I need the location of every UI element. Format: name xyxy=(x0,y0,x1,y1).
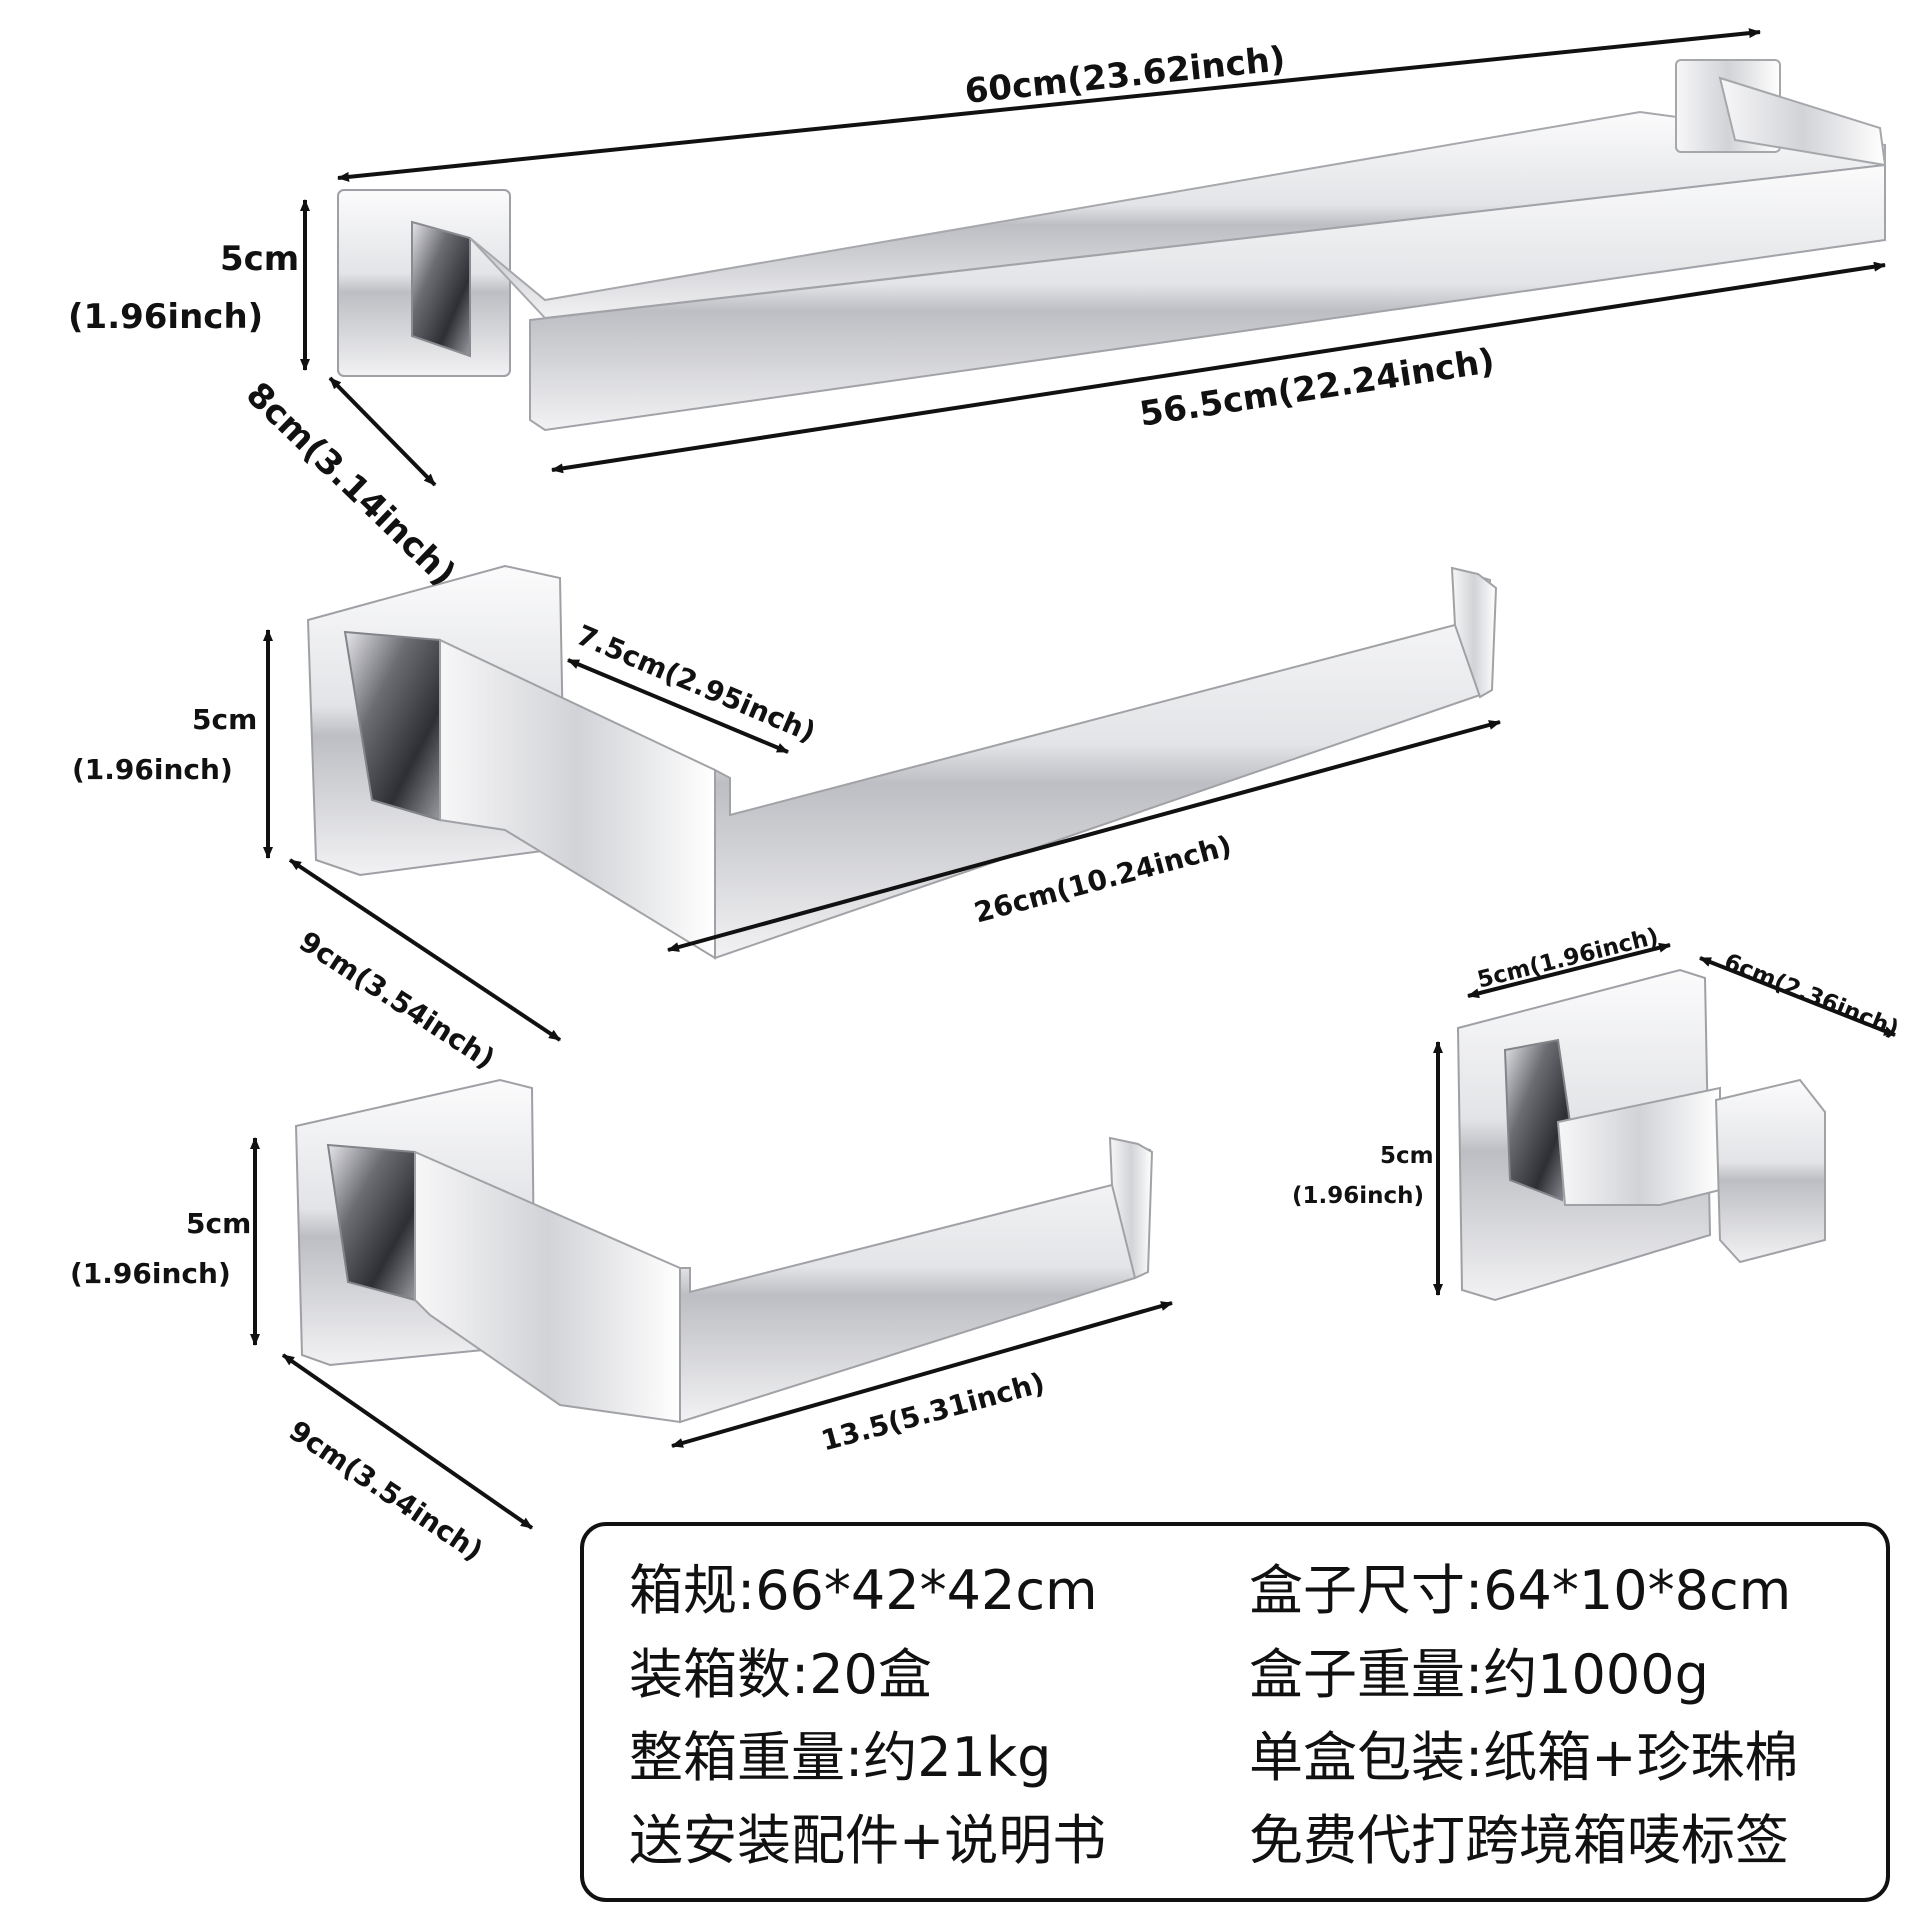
towel-ring-height-inch-label: (1.96inch) xyxy=(72,753,233,786)
packaging-spec-box: 箱规:66*42*42cm 盒子尺寸:64*10*8cm 装箱数:20盒 盒子重… xyxy=(580,1522,1890,1902)
boxes-per-carton-spec: 装箱数:20盒 xyxy=(629,1643,932,1706)
robe-hook-arm xyxy=(1556,1086,1721,1206)
robe-hook-tip xyxy=(1714,1078,1826,1264)
labeling-spec: 免费代打跨境箱唛标签 xyxy=(1249,1809,1789,1872)
paper-holder-tip xyxy=(1108,1136,1154,1280)
towel-ring-tip xyxy=(1450,566,1498,699)
box-size-spec: 盒子尺寸:64*10*8cm xyxy=(1249,1559,1792,1622)
carton-weight-spec: 整箱重量:约21kg xyxy=(629,1726,1052,1789)
robe-hook-height-inch-label: (1.96inch) xyxy=(1292,1183,1425,1209)
robe-hook-neck xyxy=(1503,1038,1572,1202)
towel-ring-rail xyxy=(714,568,1492,960)
towel-ring-illustration xyxy=(306,564,1498,960)
robe-hook-height-label: 5cm xyxy=(1380,1143,1434,1169)
robe-hook-illustration xyxy=(1456,968,1826,1302)
towel-bar-left-arm xyxy=(411,220,471,358)
towel-bar-illustration xyxy=(337,59,1887,432)
single-packaging-spec: 单盒包装:纸箱+珍珠棉 xyxy=(1249,1726,1799,1789)
accessories-spec: 送安装配件+说明书 xyxy=(629,1809,1107,1872)
paper-holder-height-label: 5cm xyxy=(186,1207,252,1240)
dimension-lines xyxy=(250,28,1896,1530)
paper-holder-arm xyxy=(414,1150,681,1424)
box-weight-spec: 盒子重量:约1000g xyxy=(1249,1643,1709,1706)
carton-size-spec: 箱规:66*42*42cm xyxy=(629,1559,1098,1622)
towel-ring-height-label: 5cm xyxy=(192,703,258,736)
towel-bar-height-inch-label: (1.96inch) xyxy=(68,297,264,337)
towel-bar-height-label: 5cm xyxy=(220,239,300,279)
paper-holder-rail xyxy=(679,1138,1152,1424)
paper-holder-height-inch-label: (1.96inch) xyxy=(70,1257,231,1290)
